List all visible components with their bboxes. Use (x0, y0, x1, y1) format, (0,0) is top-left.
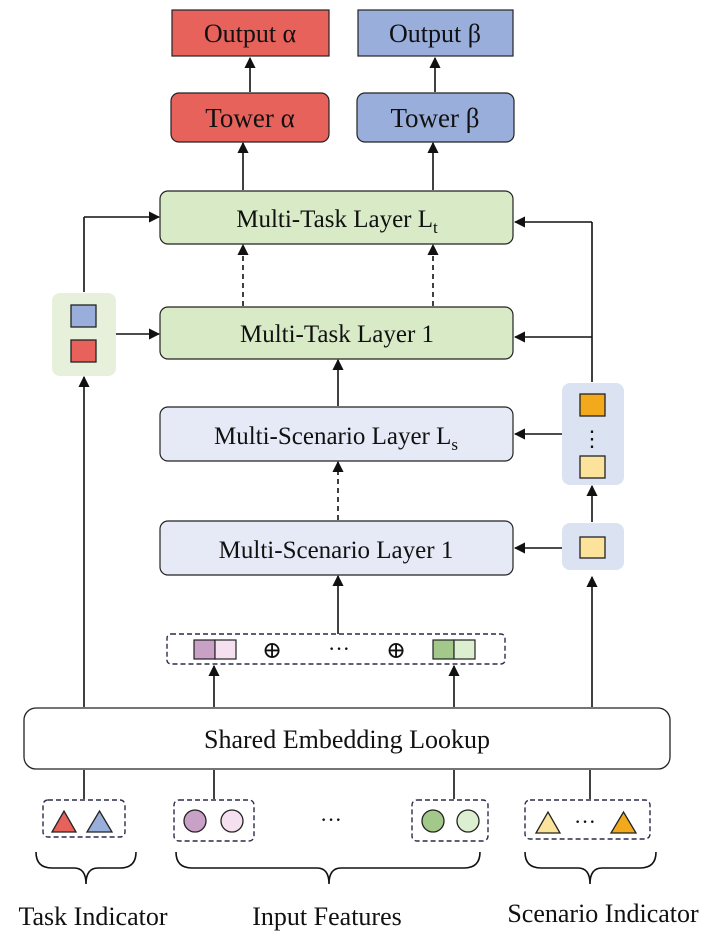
svg-text:Multi-Scenario Layer 1: Multi-Scenario Layer 1 (219, 537, 454, 564)
input-feature-group-n (411, 799, 489, 842)
scenario-single-panel (562, 523, 624, 570)
scenario-indicator-brace (524, 851, 657, 885)
feature-green-circle (421, 809, 445, 833)
multi-scenario-layer-top: Multi-Scenario Layer Ls (159, 406, 514, 462)
task-indicator-brace (35, 851, 137, 885)
scenario-input-ellipsis: ··· (574, 809, 596, 834)
svg-text:Multi-Scenario Layer Ls: Multi-Scenario Layer Ls (214, 423, 458, 454)
feature-green-light-circle (456, 809, 480, 833)
input-features-ellipsis: ··· (320, 807, 342, 832)
task-blue-triangle (85, 809, 114, 833)
multi-task-layer-1: Multi-Task Layer 1 (159, 306, 514, 360)
tower-beta: Tower β (356, 92, 515, 143)
svg-text:Tower β: Tower β (390, 103, 479, 133)
multi-task-top-label: Multi-Task Layer L (236, 206, 433, 233)
feature-green-block (432, 639, 455, 660)
scenario-gold-square (579, 393, 606, 417)
concat-ellipsis: ··· (328, 636, 350, 661)
shared-embedding-lookup: Shared Embedding Lookup (23, 707, 671, 770)
scenario-light-square (579, 536, 606, 559)
task-indicator-inputs (42, 799, 126, 838)
feature-purple-block (193, 639, 216, 660)
feature-purple-light-circle (220, 809, 244, 833)
task-red-triangle (50, 809, 78, 833)
feature-purple-circle (183, 809, 207, 833)
svg-text:Multi-Task Layer 1: Multi-Task Layer 1 (240, 321, 434, 348)
concat-symbol-1: ⊕ (262, 638, 282, 664)
multi-scenario-top-label: Multi-Scenario Layer L (214, 423, 451, 450)
braces (35, 851, 657, 885)
input-feature-group-1 (173, 799, 255, 842)
scenario-gold-triangle (609, 810, 638, 834)
svg-text:Multi-Task Layer Lt: Multi-Task Layer Lt (236, 206, 438, 237)
connectors (78, 56, 598, 799)
tower-alpha: Tower α (170, 92, 330, 143)
task-beta-square (70, 339, 97, 363)
svg-text:Output β: Output β (389, 19, 481, 48)
multi-scenario-top-subscript: s (451, 435, 458, 454)
multi-task-top-subscript: t (433, 218, 438, 237)
input-features-brace (175, 851, 481, 885)
scenario-stack-dots: ⋮ (581, 426, 603, 451)
feature-green-light-block (453, 639, 476, 660)
svg-text:Tower α: Tower α (205, 103, 294, 133)
svg-text:Output α: Output α (204, 19, 297, 48)
svg-text:Shared Embedding Lookup: Shared Embedding Lookup (204, 725, 490, 754)
scenario-stack-panel: ⋮ (562, 383, 624, 485)
multi-task-layer-top: Multi-Task Layer Lt (159, 190, 514, 245)
output-alpha: Output α (171, 9, 330, 57)
concat-vector: ⊕ ··· ⊕ (166, 633, 506, 665)
task-embedding-panel (52, 293, 116, 376)
scenario-light-triangle (534, 810, 562, 834)
task-indicator-label: Task Indicator (18, 902, 167, 931)
scenario-light-square-top (579, 455, 606, 479)
scenario-indicator-inputs: ··· (524, 799, 651, 840)
feature-purple-light-block (214, 639, 237, 660)
concat-symbol-2: ⊕ (386, 638, 406, 664)
task-alpha-square (70, 304, 97, 328)
input-features-label: Input Features (252, 902, 401, 931)
output-beta: Output β (357, 9, 514, 57)
scenario-indicator-label: Scenario Indicator (507, 899, 699, 928)
multi-scenario-layer-1: Multi-Scenario Layer 1 (159, 520, 514, 576)
